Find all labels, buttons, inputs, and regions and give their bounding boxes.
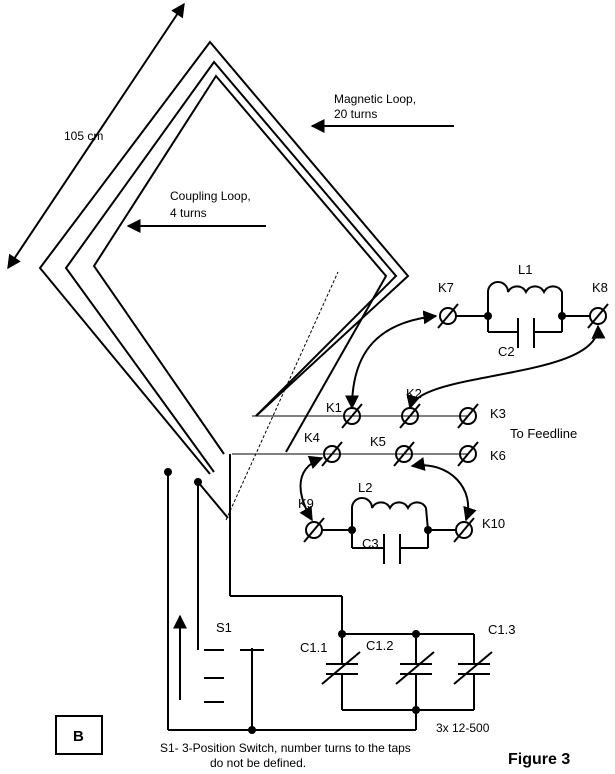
connector-k10 — [453, 517, 475, 543]
figure-title: Figure 3 — [508, 751, 570, 768]
k1-label: K1 — [326, 400, 342, 415]
k5-label: K5 — [370, 434, 386, 449]
cap-junction-3 — [412, 706, 420, 714]
k6-label: K6 — [490, 448, 506, 463]
cap-c12-label: C1.2 — [366, 638, 393, 653]
jumper-k2-k8 — [406, 324, 606, 410]
coupling-loop-label-2: 4 turns — [170, 206, 207, 220]
k3-label: K3 — [490, 406, 506, 421]
connector-k3 — [457, 403, 479, 429]
magnetic-loop-label-2: 20 turns — [334, 107, 377, 121]
l1-junction-left — [484, 312, 492, 320]
tank-l2-c3 — [322, 497, 456, 564]
dimension-label: 105 cm — [64, 129, 103, 143]
l1-label: L1 — [518, 262, 532, 277]
connector-k9 — [303, 517, 325, 543]
cap-c11-label: C1.1 — [300, 640, 327, 655]
loop-leads — [167, 454, 416, 731]
lead-junction-1 — [164, 468, 172, 476]
k8-label: K8 — [592, 280, 608, 295]
k10-label: K10 — [482, 516, 505, 531]
cap-junction-1 — [338, 630, 346, 638]
note-line-1: S1- 3-Position Switch, number turns to t… — [160, 741, 411, 755]
connector-k6 — [457, 441, 479, 467]
coupling-loop-label-1: Coupling Loop, — [170, 189, 251, 203]
connector-k7 — [437, 303, 459, 329]
tap-rows — [232, 415, 468, 455]
k2-label: K2 — [406, 386, 422, 401]
switch-label: S1 — [216, 620, 232, 635]
feedline-label: To Feedline — [510, 426, 577, 441]
k7-label: K7 — [438, 280, 454, 295]
cap-spec-label: 3x 12-500 — [436, 721, 490, 735]
l2-junction-right — [424, 526, 432, 534]
label-box-b — [55, 715, 103, 755]
lead-junction-2 — [194, 478, 202, 486]
dimension-arrow — [7, 2, 185, 270]
jumper-k5-k10 — [410, 457, 477, 522]
note-line-2: do not be defined. — [210, 756, 306, 770]
l2-junction-left — [348, 526, 356, 534]
cap-c13-label: C1.3 — [488, 622, 515, 637]
c2-label: C2 — [498, 344, 515, 359]
tank-l1-c2 — [456, 281, 590, 348]
l1-junction-right — [558, 312, 566, 320]
c3-label: C3 — [362, 536, 379, 551]
capacitor-bank — [321, 633, 493, 730]
magnetic-loop-label-1: Magnetic Loop, — [334, 92, 416, 106]
lead-junction-3 — [248, 726, 256, 734]
jumper-k4-k9 — [299, 455, 324, 522]
jumper-k1-k7 — [345, 310, 438, 410]
connector-k8 — [587, 303, 609, 329]
k4-label: K4 — [304, 430, 320, 445]
l2-label: L2 — [358, 480, 372, 495]
label-box-b-text: B — [73, 728, 84, 745]
cap-junction-2 — [412, 630, 420, 638]
connector-k4 — [321, 441, 343, 467]
connector-k5 — [393, 441, 415, 467]
